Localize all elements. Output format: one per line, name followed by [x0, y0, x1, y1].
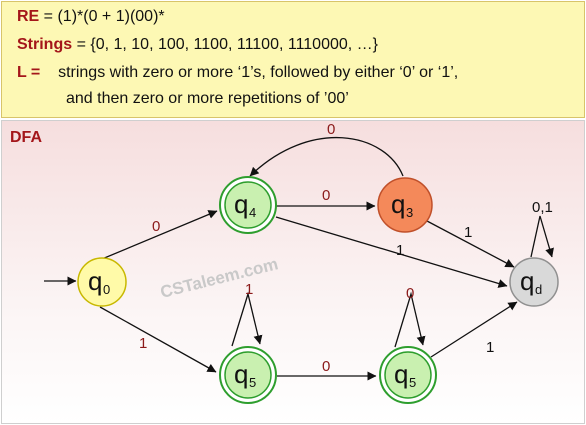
definition-box: RE = (1)*(0 + 1)(00)* Strings = {0, 1, 1… [1, 1, 585, 118]
state-q3-letter: q [391, 189, 405, 219]
state-q5-left-subscript: 5 [249, 375, 256, 390]
state-q0-letter: q [88, 266, 102, 296]
state-q0: q 0 [77, 257, 127, 307]
edge-label-q0-q4: 0 [152, 218, 160, 235]
state-q4: q 4 [219, 176, 277, 234]
state-q5-right-subscript: 5 [409, 375, 416, 390]
state-qd-letter: q [520, 266, 534, 296]
state-q5-right-letter: q [394, 359, 408, 389]
strings-value: = {0, 1, 10, 100, 1100, 11100, 1110000, … [72, 36, 379, 53]
edge-q5b-qd [430, 301, 518, 358]
state-qd-subscript: d [535, 282, 542, 297]
state-q5-right-circle [384, 351, 432, 399]
edge-q4-qd [275, 216, 508, 288]
edge-label-q0-q5: 1 [139, 335, 147, 352]
state-q0-circle [77, 257, 127, 307]
edge-qd-self-loop [530, 215, 554, 258]
dfa-title: DFA [10, 129, 42, 146]
edge-q5b-self-loop [394, 291, 426, 348]
regex-key: RE [17, 8, 40, 25]
edge-q3-q4 [249, 136, 404, 177]
edge-q0-q4 [101, 210, 218, 260]
edge-label-q5-q5: 0 [322, 358, 330, 375]
edge-q3-qd [426, 220, 515, 268]
watermark: CSTaleem.com [158, 254, 280, 302]
state-q3-subscript: 3 [406, 205, 413, 220]
edge-label-qd-loop: 0,1 [532, 199, 553, 216]
state-q5-left-letter: q [234, 359, 248, 389]
edge-label-q5b-loop: 0 [406, 285, 414, 302]
state-q4-letter: q [234, 189, 248, 219]
edge-label-q3-qd: 1 [464, 224, 472, 241]
state-qd: q d [509, 257, 559, 307]
language-line: L = strings with zero or more ‘1’s, foll… [17, 64, 458, 82]
strings-line: Strings = {0, 1, 10, 100, 1100, 11100, 1… [17, 36, 378, 54]
regex-line: RE = (1)*(0 + 1)(00)* [17, 8, 165, 26]
edge-q5-self-loop [231, 291, 263, 347]
state-qd-circle [509, 257, 559, 307]
edge-q0-q5 [99, 306, 217, 373]
language-value: strings with zero or more ‘1’s, followed… [40, 64, 459, 81]
edge-label-q3-q4: 0 [327, 121, 335, 138]
state-q4-subscript: 4 [249, 205, 256, 220]
edge-label-q5b-qd: 1 [486, 339, 494, 356]
language-line-continued: and then zero or more repetitions of ’00… [66, 90, 349, 107]
language-key: L = [17, 64, 41, 81]
edge-label-q5-loop: 1 [245, 281, 253, 298]
state-q5-left: q 5 [219, 346, 277, 404]
strings-key: Strings [17, 36, 73, 53]
edge-label-q4-qd: 1 [396, 242, 404, 259]
state-q3: q 3 [377, 177, 433, 233]
regex-value: = (1)*(0 + 1)(00)* [39, 8, 165, 25]
state-q3-circle [377, 177, 433, 233]
state-q5-right: q 5 [379, 346, 437, 404]
state-q4-circle [224, 181, 272, 229]
state-q0-subscript: 0 [103, 282, 110, 297]
edge-label-q4-q3: 0 [322, 187, 330, 204]
state-q5-left-circle [224, 351, 272, 399]
